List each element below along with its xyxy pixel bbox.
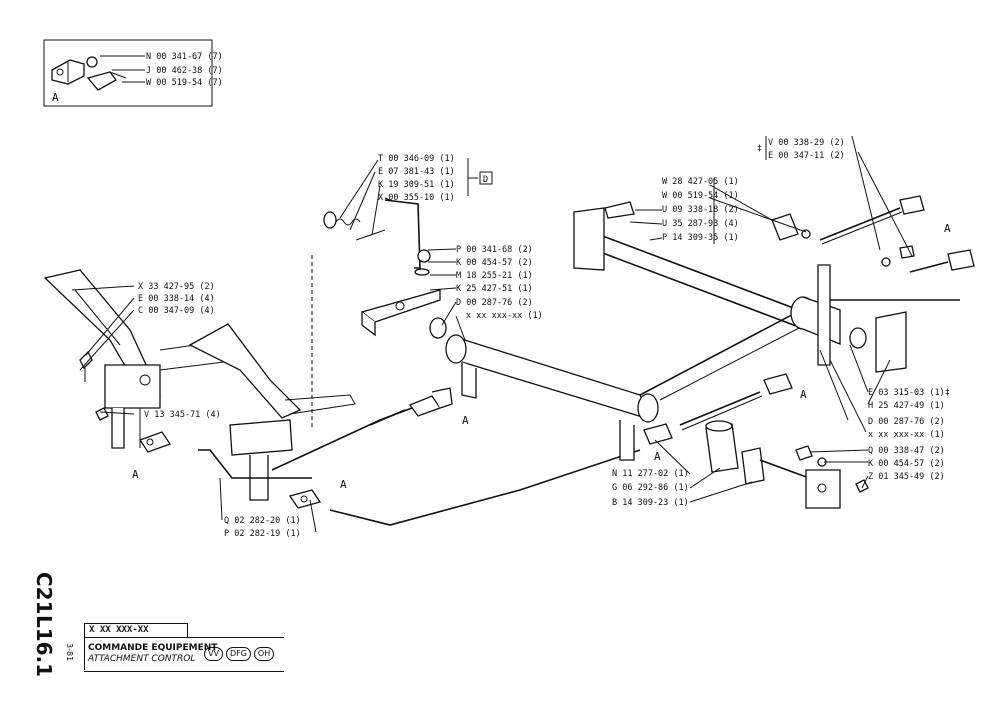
label-h25-427-49: H 25 427-49 (1)	[868, 401, 945, 411]
label-c00-347-09: C 00 347-09 (4)	[138, 306, 215, 316]
sheet-model: C21	[32, 572, 56, 615]
ref-d: D	[483, 175, 488, 185]
label-z01-345-49: Z 01 345-49 (2)	[868, 472, 945, 482]
a-marker-right: A	[800, 388, 807, 401]
label-n11-277-02: N 11 277-02 (1)	[612, 469, 689, 479]
inset-label-2: J 00 462-38 (7)	[146, 66, 223, 76]
inset-label-3: W 00 519-54 (7)	[146, 78, 223, 88]
label-p02-282-19: P 02 282-19 (1)	[224, 529, 301, 539]
sheet-page: L16.1	[32, 615, 56, 678]
badge-oh: OH	[253, 647, 275, 661]
mechanism-drawing	[43, 135, 975, 533]
inset-label-1: N 00 341-67 (7)	[146, 52, 223, 62]
badge-dfg: DFG	[225, 647, 251, 661]
a-marker-top-right: A	[944, 222, 951, 235]
label-w00-519-54: W 00 519-54 (1)	[662, 191, 739, 201]
title-part-number: X XX XXX-XX	[84, 623, 188, 638]
label-u35-287-93: U 35 287-93 (4)	[662, 219, 739, 229]
a-marker-center: A	[654, 450, 661, 463]
title-english: ATTACHMENT CONTROL	[88, 654, 196, 664]
label-u09-338-18: U 09 338-18 (2)	[662, 205, 739, 215]
inset-letter: A	[52, 91, 59, 104]
label-e07-381-43: E 07 381-43 (1)	[378, 167, 455, 177]
label-w28-427-05: W 28 427-05 (1)	[662, 177, 739, 187]
label-v00-338-29: V 00 338-29 (2)	[768, 138, 845, 148]
model-badges: VV DFG OH	[204, 647, 275, 661]
label-q00-338-47: Q 00 338-47 (2)	[868, 446, 945, 456]
badge-vv: VV	[204, 647, 223, 661]
label-x00-355-10: X 00 355-10 (1)	[378, 193, 455, 203]
label-k00-454-57: K 00 454-57 (2)	[456, 258, 533, 268]
label-m18-255-21: M 18 255-21 (1)	[456, 271, 533, 281]
label-k19-309-51: K 19 309-51 (1)	[378, 180, 455, 190]
title-french: COMMANDE EQUIPEMENT	[88, 643, 218, 653]
label-x33-427-95: X 33 427-95 (2)	[138, 282, 215, 292]
inset-clevis-detail: A N 00 341-67 (7) J 00 462-38 (7) W 00 5…	[43, 39, 223, 107]
label-xxx-right: x xx xxx-xx (1)	[868, 430, 945, 440]
label-xxx-center: x xx xxx-xx (1)	[466, 311, 543, 321]
label-b14-309-23: B 14 309-23 (1)	[612, 498, 689, 508]
label-t00-346-09: T 00 346-09 (1)	[378, 154, 455, 164]
label-d00-287-76-right: D 00 287-76 (2)	[868, 417, 945, 427]
label-k00-454-57-right: K 00 454-57 (2)	[868, 459, 945, 469]
label-e03-315-03: E 03 315-03 (1)‡	[868, 388, 950, 398]
sheet-date: 3-81	[65, 643, 74, 662]
label-k25-427-51: K 25 427-51 (1)	[456, 284, 533, 294]
label-d00-287-76: D 00 287-76 (2)	[456, 298, 533, 308]
a-marker-center-left: A	[462, 414, 469, 427]
label-v13-345-71: V 13 345-71 (4)	[144, 410, 221, 420]
callout-labels: T 00 346-09 (1) E 07 381-43 (1) K 19 309…	[132, 138, 951, 539]
label-e00-338-14: E 00 338-14 (4)	[138, 294, 215, 304]
label-e00-347-11: E 00 347-11 (2)	[768, 151, 845, 161]
label-q02-282-20: Q 02 282-20 (1)	[224, 516, 301, 526]
label-g06-292-86: G 06 292-86 (1)	[612, 483, 689, 493]
right-top-marker: ‡	[757, 144, 762, 154]
title-block-rule	[84, 623, 85, 670]
label-p00-341-68: P 00 341-68 (2)	[456, 245, 533, 255]
a-marker-left: A	[132, 468, 139, 481]
label-p14-309-35: P 14 309-35 (1)	[662, 233, 739, 243]
a-marker-lower: A	[340, 478, 347, 491]
